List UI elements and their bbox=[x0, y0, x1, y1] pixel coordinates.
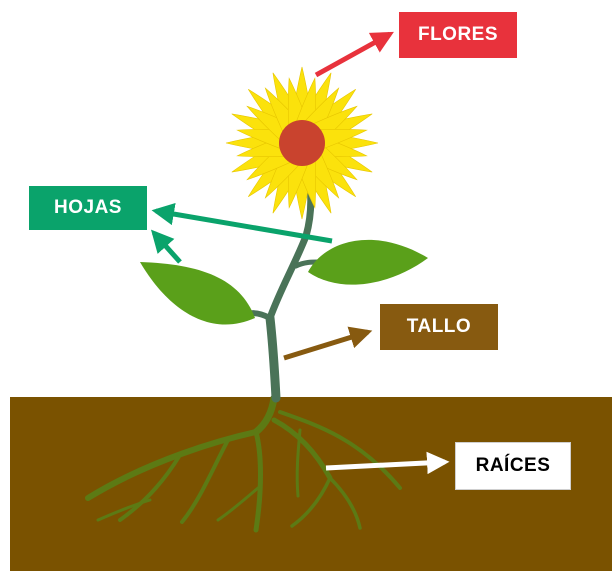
label-raices: RAÍCES bbox=[455, 442, 571, 490]
sunflower-icon bbox=[226, 67, 378, 219]
arrow-flores bbox=[316, 34, 390, 75]
stem-icon bbox=[248, 185, 318, 398]
leaf-left bbox=[140, 262, 255, 325]
leaf-right bbox=[308, 240, 428, 285]
label-flores: FLORES bbox=[399, 12, 517, 58]
arrow-tallo bbox=[284, 332, 368, 358]
arrow-hojas-small bbox=[154, 233, 180, 262]
label-tallo: TALLO bbox=[380, 304, 498, 350]
label-hojas: HOJAS bbox=[29, 186, 147, 230]
